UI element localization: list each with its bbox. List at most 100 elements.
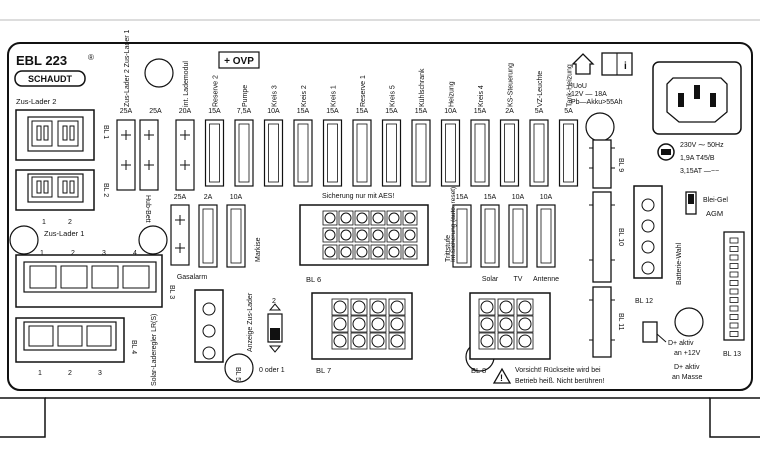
zus-lader-switch[interactable]: 2 0 oder 1 [259, 298, 285, 374]
bl2-num-2: 2 [68, 219, 72, 226]
warning-icon [492, 367, 512, 384]
bl2-num-1: 1 [42, 219, 46, 226]
top-fuse-rating: 10A [444, 108, 457, 115]
connector-pin [388, 246, 400, 258]
fuse-blade [563, 123, 574, 183]
connector-pin [324, 246, 336, 258]
mains-line-1: 230V ⁓ 50Hz [680, 142, 724, 149]
top-fuse-label: Reserve 2 [213, 75, 220, 107]
battery-selector-switch[interactable] [685, 191, 697, 215]
top-fuse-label: int. Lademodul [183, 61, 190, 107]
top-fuse-rating: 15A [326, 108, 339, 115]
fuse-blade [268, 123, 279, 183]
connector-pin [324, 212, 336, 224]
model-name: EBL 223 [16, 53, 67, 68]
bl8-connector: BL 8 [469, 292, 551, 375]
fuse-blade [209, 123, 220, 183]
connector-pin [324, 229, 336, 241]
bl5-connector: BL 5 [194, 289, 241, 381]
top-fuse-rating: 15A [415, 108, 428, 115]
bl12-label: BL 12 [635, 298, 653, 305]
bl4-num-1: 1 [38, 370, 42, 377]
d-plus-masse-label-2: an Masse [672, 374, 702, 381]
connector-pin [388, 229, 400, 241]
brand-logo [14, 70, 86, 87]
connector-pin [388, 212, 400, 224]
mid-fuse-rating: 10A [512, 194, 525, 201]
fuse-blade [386, 123, 397, 183]
mains-fuse-holder[interactable] [657, 143, 675, 161]
top-fuse-label: Heizung [449, 81, 456, 107]
anzeige-zus-lader-label: Anzeige Zus-Lader [247, 292, 254, 352]
connector-pin [518, 300, 532, 314]
bl3-num-2: 2 [71, 250, 75, 257]
connector-pin [356, 246, 368, 258]
connector-pin [390, 300, 404, 314]
fuse-blade [540, 208, 552, 264]
bl9-label: BL 9 [617, 158, 624, 172]
bl11-connector: BL 11 [589, 286, 624, 358]
bl8-label: BL 8 [471, 366, 486, 375]
fuse-blade [202, 208, 214, 264]
connector-pin [333, 334, 347, 348]
connector-pin [499, 334, 513, 348]
bl4-num-2: 2 [68, 370, 72, 377]
fuse-blade [533, 123, 545, 183]
relay-contacts [180, 130, 190, 170]
right-foot [709, 397, 760, 438]
connector-pin [356, 229, 368, 241]
bl2-label: BL 2 [102, 183, 109, 197]
top-fuse-rating: 7,5A [237, 108, 252, 115]
fuse-blade [297, 123, 309, 183]
connector-pin [480, 300, 494, 314]
ovp-box [218, 51, 260, 69]
hub-bett-label: Hub-Bett [144, 195, 151, 223]
mid-fuse-label: Solar [482, 276, 499, 283]
bl6-label: BL 6 [306, 275, 321, 284]
connector-pin [372, 246, 384, 258]
connector-pin [340, 229, 352, 241]
blei-gel-label: Blei-Gel [703, 197, 728, 204]
bl5-label: BL 5 [234, 367, 241, 381]
zus-lader-1-label: Zus-Lader 1 [44, 229, 84, 238]
fuse-blade [504, 123, 515, 183]
svg-text:!: ! [500, 373, 503, 383]
connector-pin [356, 212, 368, 224]
connector-pin [729, 263, 739, 269]
connector-pin [729, 314, 739, 320]
top-fuse-label: Kühlschrank [419, 68, 426, 107]
connector-pin [371, 317, 385, 331]
warning-text-2: Betrieb heiß. Nicht berühren! [515, 378, 605, 385]
top-fuse-rating: 15A [474, 108, 487, 115]
relay-slot [170, 204, 190, 266]
int-sicherung-label: Int.Sicherung (auto. reset) [450, 187, 457, 262]
top-fuse-rating: 20A [179, 108, 192, 115]
top-fuse-rating: 15A [356, 108, 369, 115]
connector-pin [729, 280, 739, 286]
brand-name: SCHAUDT [28, 74, 73, 84]
mains-line-2: 1,9A T45/B [680, 155, 715, 162]
top-fuse-label: Kreis 5 [390, 85, 397, 107]
top-fuse-rating: 5A [535, 108, 544, 115]
mount-hole-5 [674, 307, 704, 337]
fuse-blade [474, 123, 486, 183]
mount-hole-4 [585, 112, 615, 142]
relay-slot [175, 119, 195, 191]
connector-pin [340, 212, 352, 224]
fuse-blade [415, 123, 427, 183]
connector-pin [729, 305, 739, 312]
bl1-label: BL 1 [102, 125, 109, 139]
batterie-wahl-label: Batterie-Wahl [676, 242, 683, 285]
top-fuse-label: KS-Steuerung [508, 63, 515, 107]
fuse-blade [238, 123, 250, 183]
connector-pin [352, 317, 366, 331]
mid-fuse-label: Antenne [533, 276, 559, 283]
top-fuse-label: Reserve 1 [360, 75, 367, 107]
registered-mark: ® [88, 53, 94, 62]
top-fuse-label: Kreis 3 [272, 85, 279, 107]
d-plus-jumper[interactable] [642, 321, 667, 343]
bl7-label: BL 7 [316, 366, 331, 375]
top-fuse-label: Tank-Heizung [567, 64, 574, 107]
house-manual-icon: i [571, 52, 633, 76]
